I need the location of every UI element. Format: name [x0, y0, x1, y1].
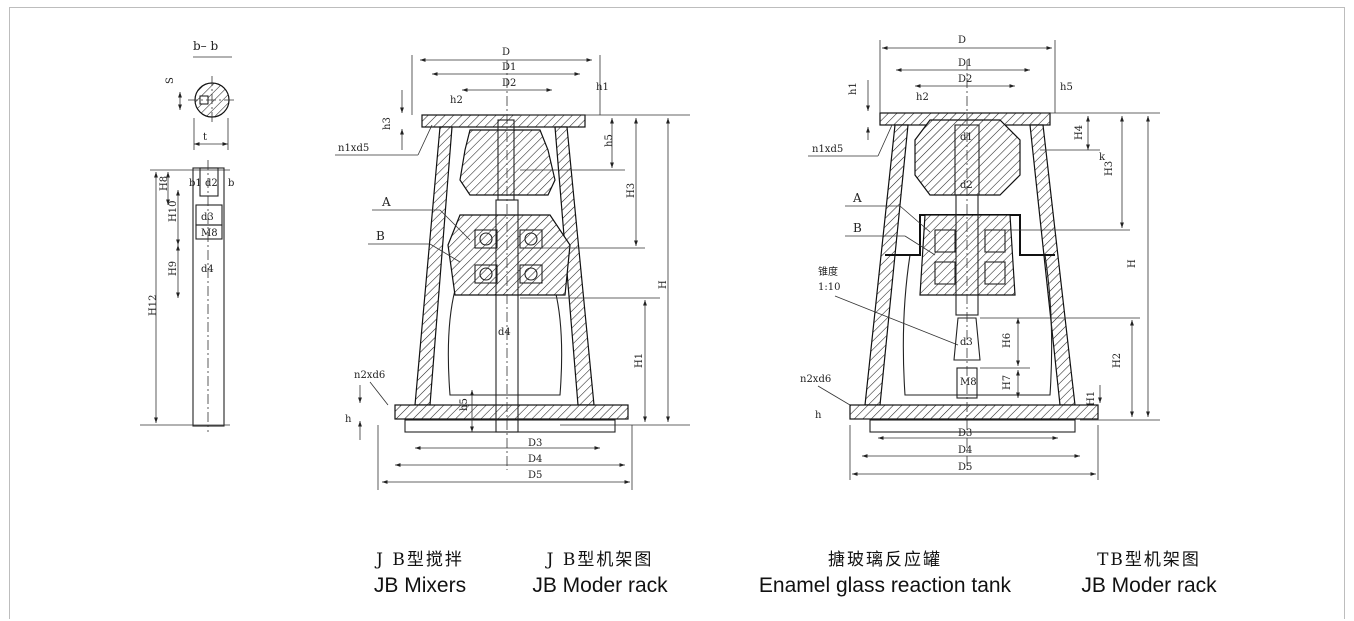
label-M: M8	[201, 228, 218, 239]
tb-label-H7: H7	[1002, 375, 1013, 390]
caption-jb-rack-zh: J B型机架图	[546, 550, 654, 570]
tb-label-D2: D2	[958, 74, 972, 85]
jb-label-n2xd6: n2xd6	[354, 370, 385, 381]
jb-label-H1: H1	[634, 353, 645, 368]
tb-label-D1: D1	[958, 58, 972, 69]
jb-label-D1: D1	[502, 62, 516, 73]
label-H9: H9	[168, 261, 179, 276]
drawing-frame	[9, 7, 1345, 619]
label-d3: d3	[201, 212, 214, 223]
tb-label-taper-zh: 锥度	[818, 265, 838, 278]
caption-jb-mixers-zh: J B型搅拌	[376, 550, 464, 570]
tb-label-D3: D3	[958, 428, 972, 439]
jb-label-D5: D5	[528, 470, 542, 481]
label-H10: H10	[168, 201, 179, 222]
label-H8: H8	[159, 176, 170, 191]
jb-label-A: A	[381, 195, 391, 209]
tb-label-H2: H2	[1112, 353, 1123, 368]
label-d2: d2	[205, 178, 218, 189]
tb-label-D5: D5	[958, 462, 972, 473]
tb-label-A: A	[852, 191, 862, 205]
tb-label-D4: D4	[958, 445, 972, 456]
caption-tb-rack-en: JB Moder rack	[1081, 574, 1217, 597]
jb-label-h1: h1	[596, 82, 609, 93]
tb-label-h1: h1	[848, 82, 859, 95]
jb-label-D2: D2	[502, 78, 516, 89]
tb-label-H: H	[1127, 259, 1138, 268]
caption-jb-mixers: J B型搅拌 JB Mixers	[358, 548, 482, 600]
tb-label-h: h	[815, 410, 822, 421]
jb-label-H3: H3	[626, 183, 637, 198]
shaft-detail: b– b S t H12 H8 H10 H9 b1 d2 b d3 M8 d4	[140, 39, 236, 432]
tb-label-d3: d3	[960, 337, 973, 348]
jb-label-d4: d4	[498, 327, 511, 338]
caption-enamel-tank: 搪玻璃反应罐 Enamel glass reaction tank	[738, 548, 1032, 600]
tb-label-H4: H4	[1074, 125, 1085, 140]
tb-label-H6: H6	[1002, 333, 1013, 348]
caption-jb-rack-en: JB Moder rack	[532, 574, 668, 597]
jb-label-h: h	[345, 414, 352, 425]
tb-label-d2: d2	[960, 180, 973, 191]
caption-jb-rack: J B型机架图 JB Moder rack	[512, 548, 688, 600]
tb-label-D: D	[958, 35, 966, 46]
caption-tb-rack-zh: TB型机架图	[1097, 550, 1201, 570]
label-bb: b– b	[193, 39, 218, 53]
tb-label-M: M8	[960, 377, 977, 388]
caption-enamel-tank-en: Enamel glass reaction tank	[758, 574, 1012, 597]
jb-label-H: H	[658, 280, 669, 289]
tb-label-k: k	[1099, 152, 1106, 163]
caption-jb-mixers-en: JB Mixers	[373, 574, 467, 597]
tb-label-taper-ratio: 1:10	[818, 282, 840, 293]
jb-label-n1xd5: n1xd5	[338, 143, 369, 154]
tb-label-n2xd6: n2xd6	[800, 374, 831, 385]
tb-label-h2: h2	[916, 92, 929, 103]
tb-label-H3: H3	[1104, 161, 1115, 176]
jb-label-D: D	[502, 47, 510, 58]
tb-label-d1: d1	[960, 132, 973, 143]
jb-rack-drawing: D D1 D2 H H3 H1 h5 h1 h3 h2 n1xd5 A B n2…	[335, 47, 690, 490]
jb-label-D4: D4	[528, 454, 542, 465]
tb-rack-drawing: D D1 D2 h2 h5 h1 n1xd5 A B 锥度 1:10 d1 d2…	[800, 35, 1160, 480]
label-b: b	[228, 178, 234, 189]
jb-label-h5b: h5	[459, 398, 470, 411]
jb-label-D3: D3	[528, 438, 542, 449]
caption-enamel-tank-zh: 搪玻璃反应罐	[828, 550, 942, 570]
tb-label-B: B	[853, 221, 862, 235]
jb-label-h2: h2	[450, 95, 463, 106]
jb-label-B: B	[376, 229, 385, 243]
jb-label-h3: h3	[382, 117, 393, 130]
label-b1: b1	[189, 178, 202, 189]
caption-tb-rack: TB型机架图 JB Moder rack	[1058, 548, 1240, 600]
tb-label-h5: h5	[1060, 82, 1073, 93]
label-d4-shaft: d4	[201, 264, 214, 275]
label-S: S	[165, 77, 176, 84]
label-t: t	[203, 132, 207, 143]
tb-label-H1: H1	[1086, 391, 1097, 406]
jb-label-h5: h5	[604, 134, 615, 147]
tb-label-n1xd5: n1xd5	[812, 144, 843, 155]
label-H12: H12	[148, 295, 159, 316]
